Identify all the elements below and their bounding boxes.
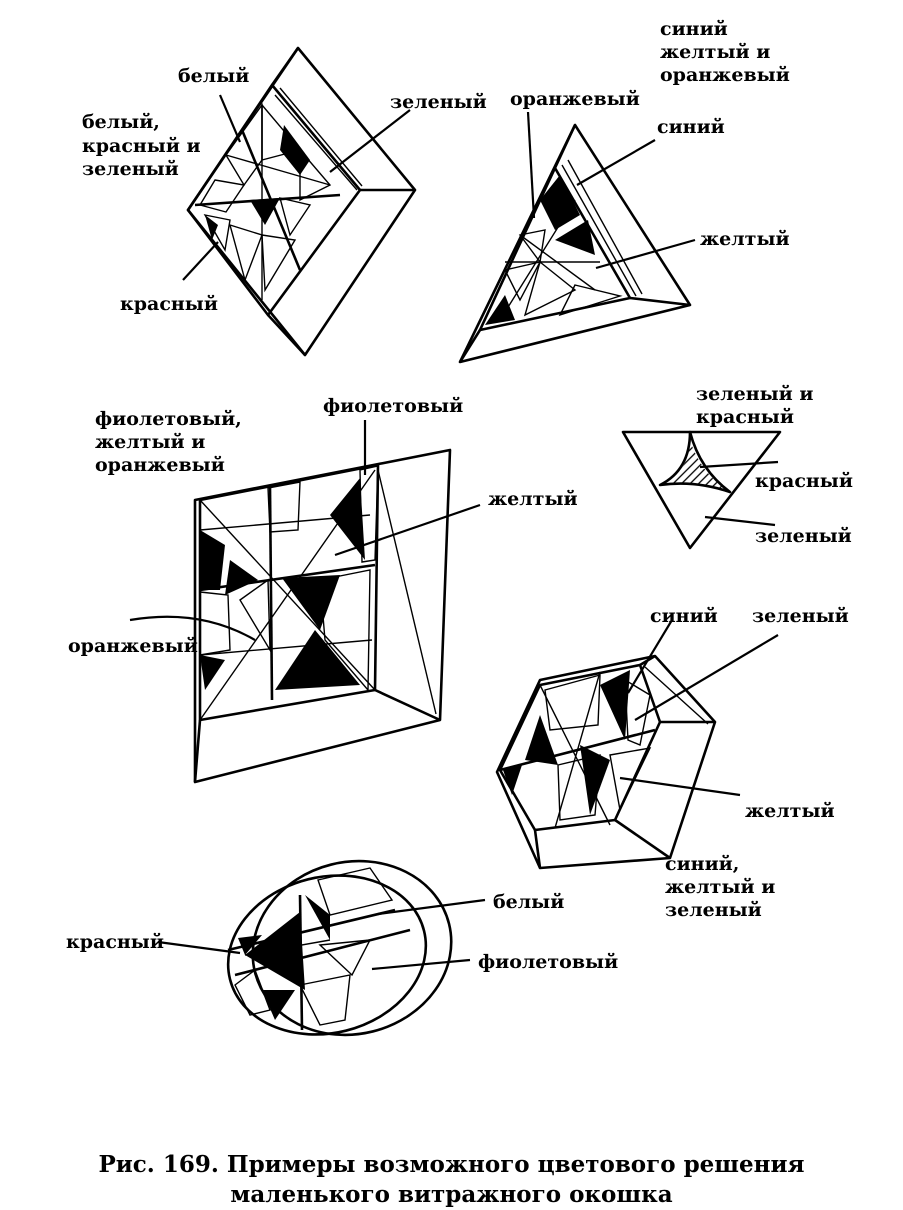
arrow-oval-violet <box>371 958 471 971</box>
arrow-sq-orange <box>129 615 256 641</box>
label-tri-group: синий <box>660 18 728 40</box>
svg-text:красный и: красный и <box>82 135 201 157</box>
svg-text:красный: красный <box>696 406 794 428</box>
oval-window <box>226 859 453 1037</box>
label-hex-green: зеленый <box>752 605 849 627</box>
arrow-hex-yellow <box>619 776 741 797</box>
arrow-rhombus-red <box>182 241 219 281</box>
arrow-tri-orange <box>526 111 536 219</box>
arrow-sq-yellow <box>334 503 481 557</box>
label-tri-orange: оранжевый <box>510 88 640 110</box>
figure-caption: Рис. 169. Примеры возможного цветового р… <box>98 1151 805 1178</box>
arrow-oval-red <box>157 940 241 955</box>
svg-text:зеленый: зеленый <box>665 899 762 921</box>
label-oval-white: белый <box>493 891 564 913</box>
label-stri-red: красный <box>755 470 853 492</box>
rhombus-window <box>186 46 417 357</box>
triangle-window <box>458 123 692 364</box>
label-rhombus-red: красный <box>120 293 218 315</box>
label-sq-violet: фиолетовый <box>323 395 463 417</box>
arrow-oval-white <box>377 898 486 916</box>
label-oval-violet: фиолетовый <box>478 951 618 973</box>
arrow-hex-green <box>634 634 779 721</box>
svg-text:оранжевый: оранжевый <box>95 454 225 476</box>
arrow-rhombus-green <box>329 109 411 173</box>
label-rhombus-white: белый <box>178 65 249 87</box>
label-oval-red: красный <box>66 931 164 953</box>
arrow-hex-blue <box>627 619 673 694</box>
arrow-stri-green <box>704 515 776 527</box>
svg-text:зеленый: зеленый <box>82 158 179 180</box>
svg-text:желтый и: желтый и <box>95 431 205 453</box>
label-sq-group: фиолетовый, <box>95 408 242 430</box>
label-rhombus-green: зеленый <box>390 91 487 113</box>
label-hex-yellow: желтый <box>745 800 835 822</box>
label-hex-group: синий, <box>665 853 739 875</box>
label-sq-yellow: желтый <box>488 488 578 510</box>
arrow-stri-red <box>699 460 779 469</box>
label-rhombus-group: белый, <box>82 111 160 133</box>
hexagon-window <box>495 654 717 870</box>
label-hex-blue: синий <box>650 605 718 627</box>
label-stri-green: зеленый <box>755 525 852 547</box>
square-window <box>193 448 452 784</box>
label-tri-blue: синий <box>657 116 725 138</box>
arrow-tri-yellow <box>595 238 696 270</box>
arrow-rhombus-white <box>218 94 242 143</box>
arrow-tri-blue <box>576 139 656 186</box>
label-sq-orange: оранжевый <box>68 635 198 657</box>
svg-text:желтый и: желтый и <box>665 876 775 898</box>
figure-caption-line2: маленького витражного окошка <box>230 1181 673 1208</box>
label-stri-group: зеленый и <box>696 383 813 405</box>
label-tri-yellow: желтый <box>700 228 790 250</box>
svg-text:оранжевый: оранжевый <box>660 64 790 86</box>
svg-text:желтый и: желтый и <box>660 41 770 63</box>
